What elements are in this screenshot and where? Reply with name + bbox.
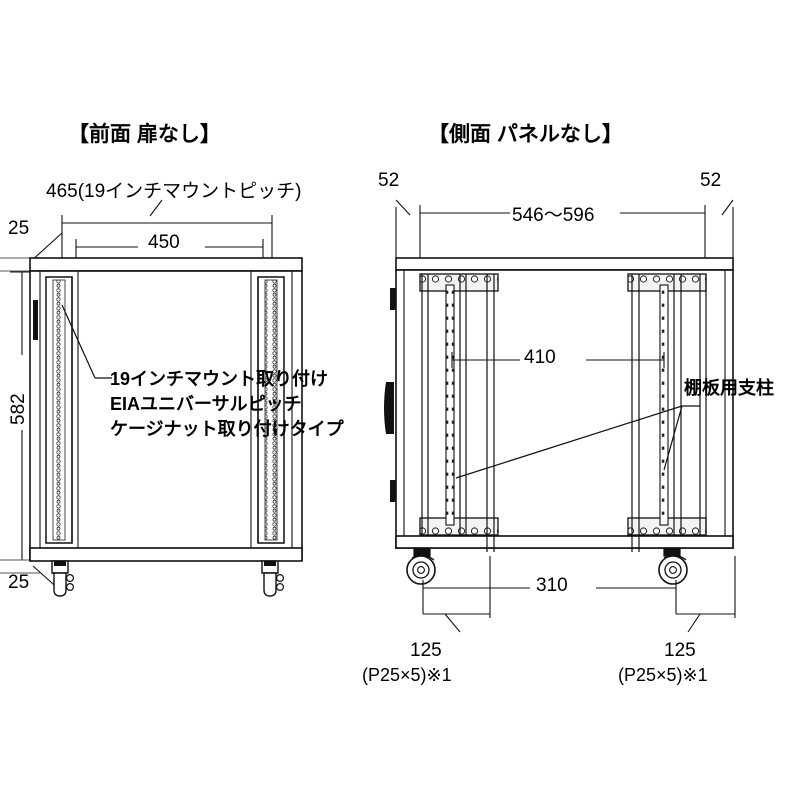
side-dim-right-edge-label: 52 xyxy=(700,170,722,191)
side-annotation-shelf-post: 棚板用支柱 xyxy=(684,378,774,398)
side-caster-right xyxy=(658,547,688,585)
side-dim-caster-span-label: 310 xyxy=(536,575,568,596)
side-dim-overall-depth-label: 546〜596 xyxy=(512,205,595,226)
front-right-mount-rail xyxy=(250,271,285,548)
front-left-handle-mark xyxy=(33,300,38,340)
front-dim-bottom-offset-label: 25 xyxy=(8,572,30,593)
side-dim-left-caster-offset-label: 125 xyxy=(410,640,442,661)
front-dim-mount-pitch-label: 465(19インチマウントピッチ) xyxy=(46,181,302,202)
front-view-title: 【前面 扉なし】 xyxy=(68,123,221,146)
side-view-title: 【側面 パネルなし】 xyxy=(428,123,623,146)
side-tab-bottom xyxy=(390,480,396,502)
front-view-group xyxy=(0,199,303,597)
side-dim-410 xyxy=(451,352,665,368)
side-dim-125-left xyxy=(423,556,491,633)
front-caster-right xyxy=(261,560,285,597)
side-bottom-bracket-left xyxy=(419,517,499,536)
side-dim-right-caster-offset-label: 125 xyxy=(664,640,696,661)
side-dim-310 xyxy=(422,580,677,614)
side-handle-mark xyxy=(384,382,394,434)
side-dim-right-caster-note: (P25×5)※1 xyxy=(618,665,708,685)
front-dim-top-offset-label: 25 xyxy=(8,218,30,239)
side-dim-left-caster-note: (P25×5)※1 xyxy=(362,665,452,685)
shelf-post-leader xyxy=(455,405,700,479)
side-top-bracket-left xyxy=(419,273,499,292)
side-view-group xyxy=(384,199,736,633)
front-annotation-line3: ケージナット取り付けタイプ xyxy=(110,419,344,439)
side-dim-inner-depth-label: 410 xyxy=(524,347,556,368)
side-dim-left-edge-label: 52 xyxy=(378,170,400,191)
front-annotation-leader xyxy=(61,304,112,379)
front-left-mount-rail xyxy=(45,271,79,548)
front-dim-inner-width-label: 450 xyxy=(148,232,180,253)
side-left-post-cluster xyxy=(421,274,495,552)
side-right-post-cluster xyxy=(631,274,707,552)
front-annotation-line2: EIAユニバーサルピッチ xyxy=(110,394,302,414)
front-caster-left xyxy=(51,560,74,597)
side-dim-546-596 xyxy=(395,205,734,268)
front-dim-height-label: 582 xyxy=(8,393,29,425)
side-tab-top xyxy=(390,288,396,310)
side-dim-125-right xyxy=(676,556,736,633)
side-caster-left xyxy=(406,547,436,585)
front-annotation-line1: 19インチマウント取り付け xyxy=(110,369,329,389)
